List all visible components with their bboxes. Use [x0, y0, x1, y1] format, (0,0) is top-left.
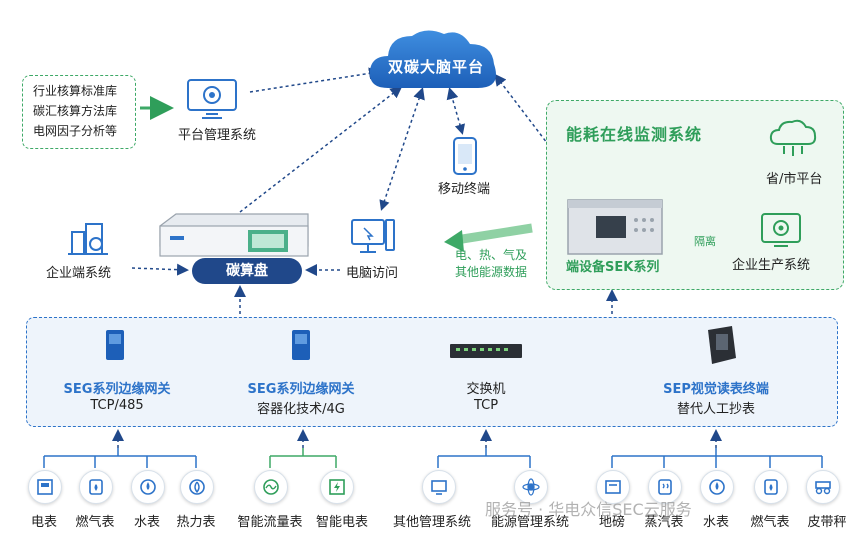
monitor-gear-icon [187, 79, 237, 119]
switch-device-icon [450, 344, 522, 358]
meter-label: 水表 [133, 515, 160, 530]
gas-meter-icon [754, 470, 788, 504]
carbon-disk-device-icon [159, 213, 309, 257]
device-subtitle: 替代人工抄表 [676, 402, 755, 417]
device-title: 交换机 [466, 382, 506, 397]
device-subtitle: TCP/485 [90, 398, 144, 413]
production-system-label: 企业生产系统 [732, 258, 811, 273]
standard-item: 电网因子分析等 [33, 124, 118, 138]
camera-reader-icon [708, 326, 736, 364]
device-subtitle: 容器化技术/4G [257, 402, 345, 417]
province-platform-label: 省/市平台 [766, 172, 823, 187]
electric-meter-icon [28, 470, 62, 504]
enterprise-system-label: 企业端系统 [46, 266, 112, 281]
steam-meter-icon [648, 470, 682, 504]
belt-scale-icon [806, 470, 840, 504]
cloud-network-icon [769, 119, 817, 156]
watermark-text: 服务号 · 华电众信SEC云服务 [485, 500, 692, 519]
monitoring-system-title: 能耗在线监测系统 [566, 125, 703, 144]
device-title: SEG系列边缘网关 [247, 382, 355, 397]
mobile-label: 移动终端 [438, 182, 491, 197]
gateway-device-icon [106, 330, 124, 360]
water-meter-icon [131, 470, 165, 504]
carbon-disk-label: 碳算盘 [192, 258, 302, 284]
sek-device-label: 端设备SEK系列 [566, 260, 660, 275]
device-subtitle: TCP [473, 398, 499, 413]
standard-item: 碳汇核算方法库 [33, 104, 118, 118]
flow-meter-icon [254, 470, 288, 504]
standard-item: 行业核算标准库 [33, 84, 118, 98]
energy-data-label: 电、热、气及 其他能源数据 [455, 247, 527, 281]
monitoring-system-box [546, 100, 844, 290]
management-system-icon [422, 470, 456, 504]
standards-box: 行业核算标准库 碳汇核算方法库 电网因子分析等 [22, 75, 136, 149]
platform-label: 平台管理系统 [178, 128, 257, 143]
energy-system-icon [514, 470, 548, 504]
mobile-phone-icon [453, 137, 477, 175]
water-meter-icon [700, 470, 734, 504]
sek-device-icon [567, 199, 663, 255]
enterprise-building-icon [68, 223, 108, 255]
meter-label: 智能流量表 [237, 515, 303, 530]
device-title: SEP视觉读表终端 [663, 382, 769, 397]
cloud-platform-label: 双碳大脑平台 [387, 58, 484, 76]
meter-label: 燃气表 [750, 515, 790, 530]
meter-label: 水表 [702, 515, 729, 530]
meter-label: 电表 [30, 515, 57, 530]
gas-meter-icon [79, 470, 113, 504]
gateway-device-icon [292, 330, 310, 360]
meter-label: 热力表 [176, 515, 216, 530]
energy-data-line: 其他能源数据 [455, 265, 528, 279]
meter-label: 智能电表 [315, 515, 368, 530]
energy-data-line: 电、热、气及 [455, 248, 528, 262]
meter-label: 能源管理系统 [490, 515, 569, 530]
device-title: SEG系列边缘网关 [63, 382, 171, 397]
pc-access-label: 电脑访问 [346, 266, 399, 281]
meter-label: 皮带秤 [807, 515, 847, 530]
meter-label: 蒸汽表 [644, 515, 684, 530]
smart-meter-icon [320, 470, 354, 504]
computer-icon [351, 219, 395, 253]
scale-icon [596, 470, 630, 504]
meter-label: 其他管理系统 [392, 515, 471, 530]
devices-box [26, 317, 838, 427]
isolation-label: 隔离 [694, 235, 716, 248]
meter-label: 燃气表 [75, 515, 115, 530]
meter-label: 地磅 [598, 515, 625, 530]
heat-meter-icon [180, 470, 214, 504]
cloud-icon [369, 30, 496, 89]
production-gear-icon [761, 213, 801, 247]
